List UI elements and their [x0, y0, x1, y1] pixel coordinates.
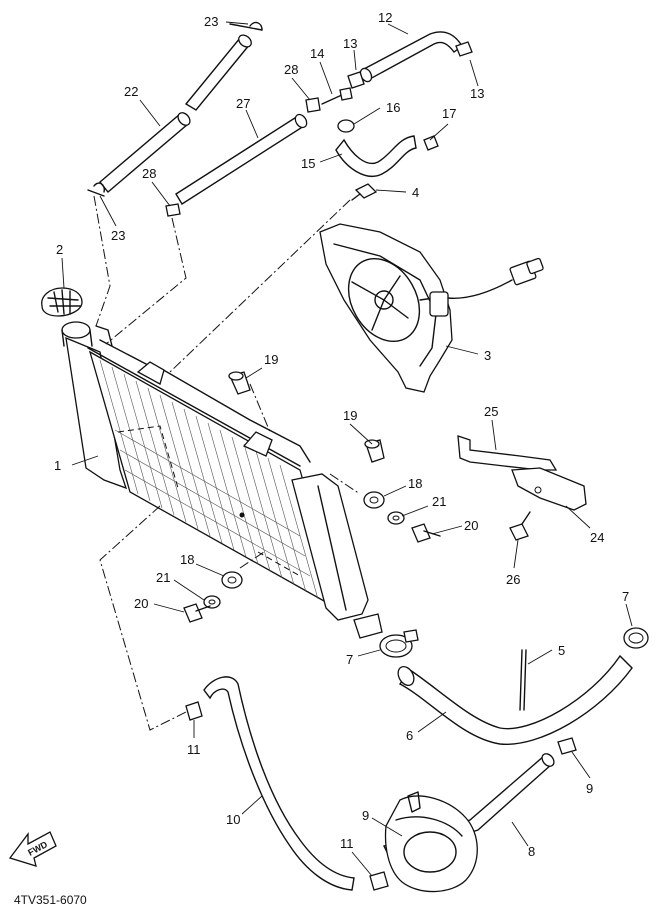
grommet-19b[interactable] — [364, 439, 385, 463]
callout-25: 25 — [484, 404, 498, 419]
callout-28b: 28 — [142, 166, 156, 181]
clamp-28a[interactable] — [305, 97, 321, 113]
callout-20a: 20 — [464, 518, 478, 533]
radiator-fan[interactable] — [319, 223, 544, 393]
clamp-7b[interactable] — [623, 627, 649, 649]
callout-13a: 13 — [343, 36, 357, 51]
callout-9b: 9 — [362, 808, 369, 823]
callout-7a: 7 — [346, 652, 353, 667]
callout-11b: 11 — [340, 836, 354, 851]
grommet-18b[interactable] — [221, 571, 243, 589]
assembly-line-11 — [99, 505, 187, 731]
bolt-14[interactable] — [321, 87, 353, 105]
washer-21a[interactable] — [387, 511, 405, 525]
cable-tie-5[interactable] — [519, 649, 527, 711]
assembly-line-19 — [249, 383, 271, 433]
hose-10[interactable] — [203, 676, 355, 891]
callout-14: 14 — [310, 46, 324, 61]
callout-7b: 7 — [622, 589, 629, 604]
assembly-line-28 — [105, 217, 187, 345]
grommet-19a[interactable] — [228, 371, 251, 395]
clamp-13b[interactable] — [347, 71, 365, 89]
hose-27[interactable] — [175, 112, 309, 205]
callout-5: 5 — [558, 643, 565, 658]
fan-bolt[interactable] — [351, 183, 378, 201]
clamp-13a[interactable] — [455, 41, 473, 57]
assembly-line-23 — [93, 195, 111, 327]
callout-28a: 28 — [284, 62, 298, 77]
leader-lines — [61, 21, 633, 877]
callout-27: 27 — [236, 96, 250, 111]
callout-21a: 21 — [432, 494, 446, 509]
callout-4: 4 — [412, 185, 419, 200]
assembly-line-4 — [169, 199, 351, 373]
callout-19b: 19 — [343, 408, 357, 423]
water-pump[interactable] — [384, 791, 478, 893]
hose-12[interactable] — [358, 31, 463, 84]
assembly-line-18 — [329, 473, 361, 495]
assembly-line-18b — [239, 551, 265, 569]
bracket-24[interactable] — [511, 467, 587, 511]
callout-labels: 1 2 3 4 5 6 7 7 8 9 9 10 11 11 12 13 13 … — [54, 10, 629, 859]
callout-24: 24 — [590, 530, 604, 545]
bolt-20a[interactable] — [411, 523, 441, 543]
clamp-17[interactable] — [423, 135, 439, 151]
callout-21b: 21 — [156, 570, 170, 585]
callout-17: 17 — [442, 106, 456, 121]
clamp-11b[interactable] — [369, 871, 389, 891]
clamp-9a[interactable] — [557, 737, 577, 755]
clamp-28b[interactable] — [165, 203, 181, 217]
callout-10: 10 — [226, 812, 240, 827]
hose-15[interactable] — [335, 135, 417, 177]
fwd-arrow-icon: FWD — [8, 831, 57, 867]
callout-6: 6 — [406, 728, 413, 743]
clamp-23-bottom[interactable] — [87, 182, 106, 197]
clamp-7a[interactable] — [379, 629, 419, 658]
bolt-26[interactable] — [509, 511, 531, 541]
diagram-code: 4TV351-6070 — [14, 893, 87, 907]
hose-22[interactable] — [99, 110, 192, 194]
callout-12: 12 — [378, 10, 392, 25]
callout-19a: 19 — [264, 352, 278, 367]
washer-21b[interactable] — [203, 595, 221, 609]
callout-8: 8 — [528, 844, 535, 859]
hose-23[interactable] — [184, 33, 254, 111]
radiator-cap[interactable] — [41, 287, 83, 317]
callout-26: 26 — [506, 572, 520, 587]
hose-6[interactable] — [395, 654, 633, 745]
clamp-11a[interactable] — [185, 701, 203, 721]
callout-23b: 23 — [111, 228, 125, 243]
callout-23a: 23 — [204, 14, 218, 29]
grommet-18a[interactable] — [363, 491, 385, 509]
callout-18a: 18 — [408, 476, 422, 491]
callout-16: 16 — [386, 100, 400, 115]
bracket-25[interactable] — [457, 435, 558, 471]
callout-20b: 20 — [134, 596, 148, 611]
callout-11a: 11 — [187, 742, 201, 757]
clamp-23-top[interactable] — [229, 21, 263, 31]
callout-1: 1 — [54, 458, 61, 473]
callout-2: 2 — [56, 242, 63, 257]
callout-13b: 13 — [470, 86, 484, 101]
callout-3: 3 — [484, 348, 491, 363]
callout-9a: 9 — [586, 781, 593, 796]
clamp-16[interactable] — [337, 119, 355, 133]
bolt-20b[interactable] — [183, 603, 211, 623]
callout-22: 22 — [124, 84, 138, 99]
radiator-core[interactable] — [61, 321, 383, 639]
callout-18b: 18 — [180, 552, 194, 567]
callout-15: 15 — [301, 156, 315, 171]
